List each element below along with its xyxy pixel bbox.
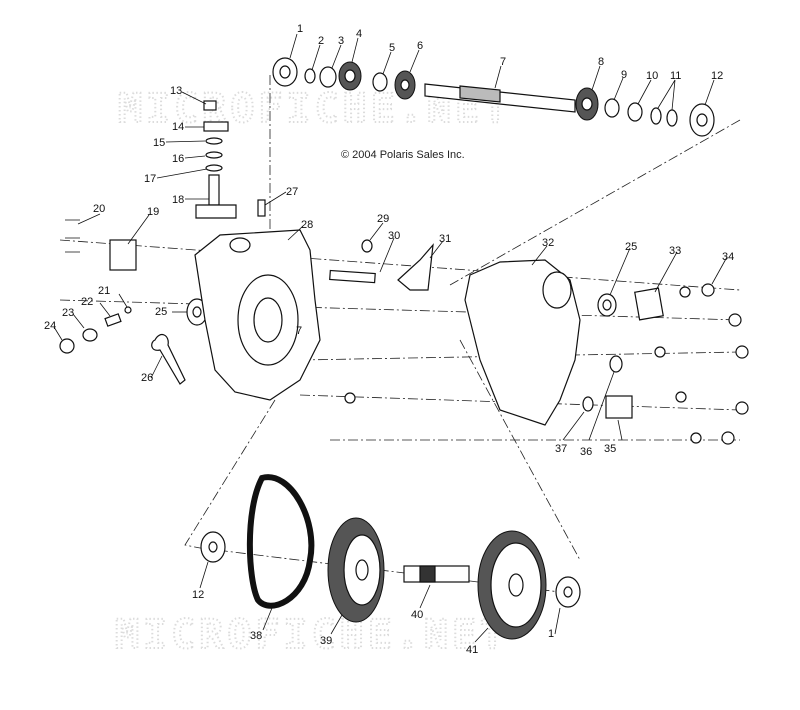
callout-36: 36 <box>580 446 592 458</box>
callout-4: 4 <box>356 28 362 40</box>
right-case-half <box>464 259 664 426</box>
callout-3: 3 <box>338 35 344 47</box>
callout-37: 37 <box>555 443 567 455</box>
callout-21: 21 <box>98 285 110 297</box>
callout-26: 26 <box>141 372 153 384</box>
callout-8: 8 <box>598 56 604 68</box>
callout-9: 9 <box>621 69 627 81</box>
callout-22: 22 <box>81 296 93 308</box>
callout-24: 24 <box>44 320 56 332</box>
shift-detent-parts <box>195 100 266 219</box>
callout-25-left: 25 <box>155 306 167 318</box>
copyright-text: © 2004 Polaris Sales Inc. <box>341 149 465 161</box>
callout-11: 11 <box>670 70 681 82</box>
callout-5: 5 <box>389 42 395 54</box>
callout-17: 17 <box>144 173 156 185</box>
callout-19: 19 <box>147 206 159 218</box>
callout-7-case: 7 <box>296 325 302 337</box>
callout-31: 31 <box>439 233 451 245</box>
callout-18: 18 <box>172 194 184 206</box>
left-case-half <box>194 229 434 404</box>
callout-39: 39 <box>320 635 332 647</box>
callout-38: 38 <box>250 630 262 642</box>
callout-7: 7 <box>500 56 506 68</box>
callout-33: 33 <box>669 245 681 257</box>
callout-16: 16 <box>172 153 184 165</box>
callout-10: 10 <box>646 70 658 82</box>
callout-1: 1 <box>297 23 303 35</box>
bolts <box>654 283 749 445</box>
callout-35: 35 <box>604 443 616 455</box>
callout-2: 2 <box>318 35 324 47</box>
callout-29: 29 <box>377 213 389 225</box>
callout-1-bottom: 1 <box>548 628 554 640</box>
lower-chain-drive <box>200 474 581 640</box>
top-shaft-assembly <box>272 57 715 137</box>
callout-13: 13 <box>170 85 182 97</box>
callout-labels: 1 2 3 4 5 6 7 8 9 10 11 12 13 14 15 16 1… <box>44 23 734 656</box>
leader-lines <box>53 33 728 643</box>
callout-25-right: 25 <box>625 241 637 253</box>
callout-12-bottom: 12 <box>192 589 204 601</box>
callout-12-top: 12 <box>711 70 723 82</box>
callout-32: 32 <box>542 237 554 249</box>
callout-15: 15 <box>153 137 165 149</box>
callout-34: 34 <box>722 251 734 263</box>
watermark-bottom: MICROFICHE.NET <box>115 612 508 658</box>
callout-41: 41 <box>466 644 478 656</box>
callout-6: 6 <box>417 40 423 52</box>
callout-20: 20 <box>93 203 105 215</box>
callout-14: 14 <box>172 121 184 133</box>
callout-27: 27 <box>286 186 298 198</box>
callout-30: 30 <box>388 230 400 242</box>
callout-40: 40 <box>411 609 423 621</box>
left-small-parts <box>59 219 208 385</box>
callout-23: 23 <box>62 307 74 319</box>
callout-28: 28 <box>301 219 313 231</box>
